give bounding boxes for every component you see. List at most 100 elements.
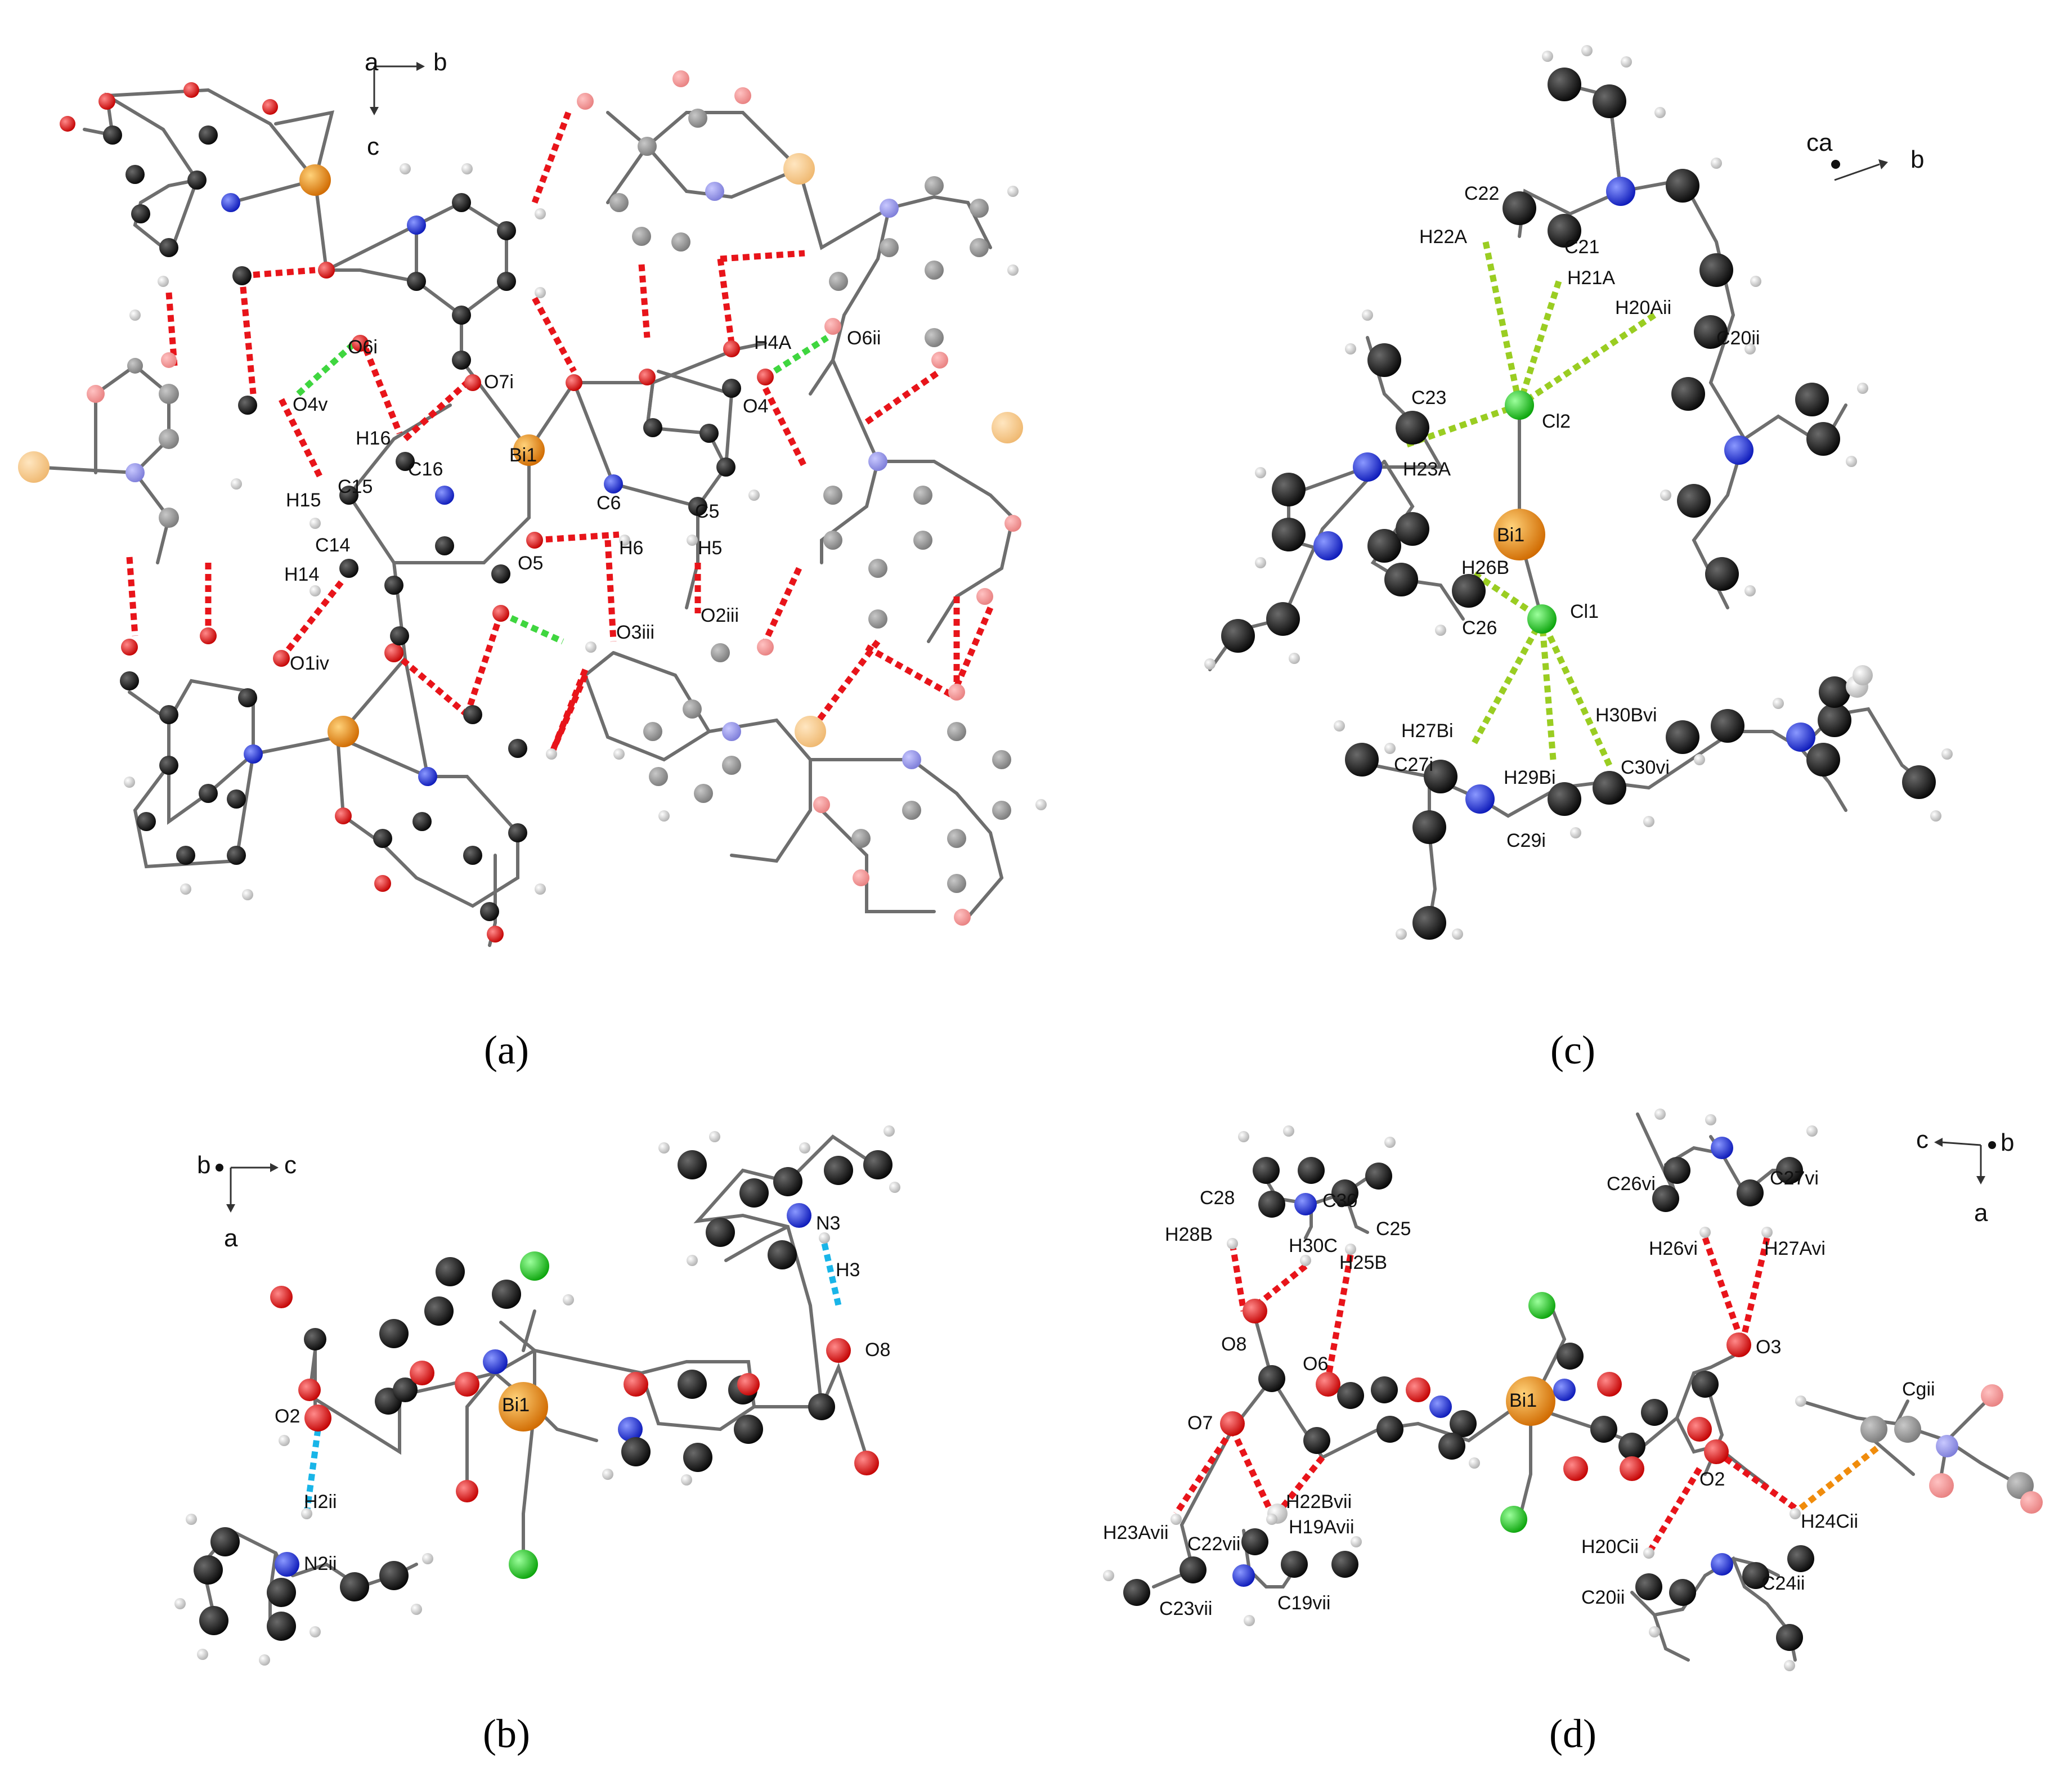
panel-b-atoms [174,1125,900,1666]
label-O2-b: O2 [275,1406,300,1427]
axis-a-label-b: a [224,1224,238,1252]
label-O7i: O7i [484,371,514,393]
label-H4A: H4A [754,332,791,353]
label-C19vii: C19vii [1277,1592,1330,1614]
label-C16: C16 [408,459,443,480]
label-N3: N3 [816,1213,840,1234]
panel-a-atom-labels: O6i O7i O4v H16 C16 H15 C15 C14 H14 O1iv… [284,327,881,674]
label-Bi1-b: Bi1 [502,1394,530,1416]
panel-c-atoms [1204,45,1953,940]
label-O8-d: O8 [1221,1334,1246,1355]
label-H23A: H23A [1403,459,1451,480]
label-C24ii: C24ii [1761,1573,1805,1594]
label-O6ii: O6ii [847,327,881,349]
label-C28: C28 [1200,1187,1235,1209]
label-O4: O4 [743,396,768,417]
label-Cgii: Cgii [1902,1379,1935,1400]
label-Bi1-c: Bi1 [1497,524,1524,546]
axis-a-label-d: a [1974,1199,1988,1227]
panel-d-axis-indicator: c b a [1916,1126,2014,1227]
panel-c: C22 H22A C21 H21A H20Aii C20ii C23 Cl2 H… [1204,45,1953,1073]
panel-b-hydrogen-bonds [303,1242,842,1514]
label-C23: C23 [1411,387,1446,409]
label-H21A: H21A [1567,267,1615,289]
panel-b-axis-indicator: b c a [197,1151,297,1252]
label-H5: H5 [698,537,722,559]
caption-a: (a) [484,1027,529,1073]
panel-a-atoms [18,70,1047,943]
axis-ca-label-c: ca [1806,129,1833,156]
label-C27i: C27i [1394,754,1433,775]
panel-a-axis-indicator: a b c [365,48,447,160]
label-H20Cii: H20Cii [1581,1536,1639,1558]
label-C25: C25 [1376,1218,1411,1240]
label-O2-d: O2 [1699,1469,1725,1490]
label-O6-d: O6 [1303,1353,1328,1375]
label-Cl2: Cl2 [1542,411,1571,432]
label-C29i: C29i [1506,830,1546,851]
label-H23Avii: H23Avii [1103,1522,1169,1543]
label-N2ii: N2ii [304,1553,337,1574]
label-H29Bi: H29Bi [1504,767,1556,788]
label-H16: H16 [356,428,391,449]
label-C22vii: C22vii [1187,1533,1240,1555]
axis-a-label-a: a [365,48,379,76]
panel-d-atoms [1103,1109,2043,1671]
axis-b-label-c: b [1910,146,1924,173]
label-C15: C15 [338,476,373,497]
panel-c-axis-indicator: ca b [1806,129,1924,181]
label-H22Bvii: H22Bvii [1286,1491,1352,1513]
panel-d-atom-labels: C28 C30 C25 H28B H30C H25B O8 O6 O7 H23A… [1103,1168,1935,1619]
axis-c-label-a: c [367,133,379,160]
label-O5: O5 [518,553,543,574]
label-C22: C22 [1464,183,1499,204]
axis-b-label-a: b [433,48,447,76]
label-H14: H14 [284,564,319,585]
label-Bi1-d: Bi1 [1509,1390,1537,1411]
axis-c-label-d: c [1916,1126,1929,1154]
panel-a-bonds [32,88,1015,947]
label-O3-d: O3 [1756,1336,1781,1358]
label-H27Avi: H27Avi [1764,1238,1826,1259]
label-H30Bvi: H30Bvi [1595,704,1657,726]
label-C30vi: C30vi [1621,757,1670,778]
label-H2ii: H2ii [304,1491,337,1513]
label-H15: H15 [286,490,321,511]
panel-c-atom-labels: C22 H22A C21 H21A H20Aii C20ii C23 Cl2 H… [1394,183,1760,851]
panel-d: C28 C30 C25 H28B H30C H25B O8 O6 O7 H23A… [1103,1109,2043,1756]
panel-d-hydrogen-bonds [1173,1237,1882,1555]
label-C20ii: C20ii [1581,1587,1625,1608]
label-H27Bi: H27Bi [1401,720,1454,742]
label-C21: C21 [1564,236,1599,258]
label-O7-d: O7 [1187,1412,1213,1434]
label-C26: C26 [1462,617,1497,639]
label-H19Avii: H19Avii [1289,1516,1355,1538]
axis-b-label-d: b [2001,1129,2014,1156]
label-H30C: H30C [1289,1235,1338,1257]
label-H25B: H25B [1339,1252,1387,1273]
label-H6: H6 [619,537,643,559]
label-O2iii: O2iii [701,605,739,626]
label-C20ii: C20ii [1716,327,1760,349]
label-C6: C6 [597,492,621,514]
label-O8: O8 [865,1339,890,1361]
label-C27vi: C27vi [1770,1168,1819,1189]
label-O4v: O4v [293,394,328,415]
label-H26B: H26B [1461,557,1509,578]
label-O6i: O6i [348,336,378,358]
label-O1iv: O1iv [290,653,329,674]
label-Cl1: Cl1 [1570,601,1599,622]
label-H28B: H28B [1165,1224,1213,1245]
label-H22A: H22A [1419,226,1467,248]
panel-a: O6i O7i O4v H16 C16 H15 C15 C14 H14 O1iv… [18,48,1047,1073]
label-C30: C30 [1322,1190,1357,1211]
label-C14: C14 [315,535,350,556]
label-H24Cii: H24Cii [1801,1511,1858,1532]
caption-c: (c) [1550,1027,1595,1073]
label-H3: H3 [836,1259,860,1281]
axis-c-label-b: c [284,1151,297,1179]
panel-a-hydrogen-bonds [126,111,994,756]
label-H20Aii: H20Aii [1615,297,1671,318]
label-Bi1-a: Bi1 [509,445,537,466]
